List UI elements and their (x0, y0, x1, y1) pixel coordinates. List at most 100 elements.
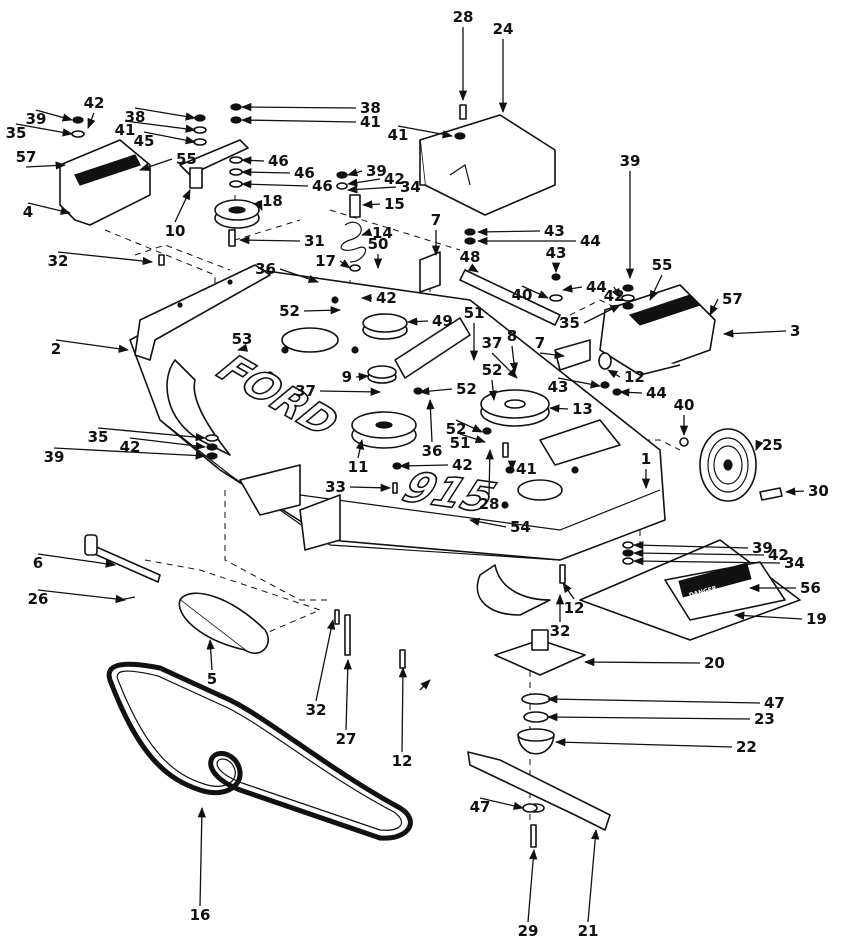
part-number-label: 40 (512, 286, 533, 304)
callout-leader (632, 548, 765, 558)
part-number-label: 36 (422, 442, 443, 460)
mounting-bracket (134, 264, 271, 361)
part-number-label: 16 (190, 906, 211, 924)
callout-leader (618, 388, 643, 397)
drive-belt (106, 661, 413, 841)
callout-leader (546, 712, 751, 722)
part-number-label: 55 (176, 150, 197, 168)
part-number-label: 54 (510, 518, 531, 536)
callout-leader (37, 589, 127, 604)
spacer-12 (598, 352, 612, 370)
direction-arrow-icon (419, 679, 431, 691)
front-hitch-brackets (239, 464, 341, 551)
part-number-label: 28 (453, 8, 474, 26)
callout-leader (548, 404, 569, 413)
callout-leader (238, 235, 301, 245)
part-number-label: 32 (550, 622, 571, 640)
callout-leader (174, 189, 191, 223)
pulley-11 (351, 411, 417, 449)
part-number-label: 33 (325, 478, 346, 496)
callout-leader (37, 553, 117, 568)
part-number-label: 28 (479, 495, 500, 513)
part-number-label: 7 (535, 334, 545, 352)
pulley-13 (480, 389, 550, 427)
part-number-label: 23 (754, 710, 775, 728)
callout-leader (347, 168, 363, 177)
part-number-label: 46 (312, 177, 333, 195)
part-number-label: 41 (388, 126, 409, 144)
callout-leader (632, 556, 781, 566)
part-number-label: 41 (115, 121, 136, 139)
callout-leader (55, 339, 130, 353)
part-number-label: 47 (470, 798, 491, 816)
callout-leader (303, 306, 342, 315)
callout-leader (339, 259, 351, 269)
roller-shaft (84, 534, 161, 583)
part-number-label: 43 (548, 378, 569, 396)
callout-leader (349, 483, 392, 492)
part-number-label: 27 (336, 730, 357, 748)
axle-bolt-30 (759, 487, 783, 501)
part-number-label: 39 (366, 162, 387, 180)
callout-leader (509, 345, 519, 374)
callout-leader (784, 487, 805, 496)
callout-leader (319, 387, 382, 397)
callout-leader (583, 657, 701, 667)
callout-leader (206, 638, 215, 671)
callout-leader (709, 298, 719, 316)
part-number-label: 1 (641, 450, 651, 468)
part-number-label: 39 (752, 539, 773, 557)
channel-48 (459, 269, 561, 326)
gauge-wheel (699, 428, 757, 502)
part-number-label: 39 (620, 152, 641, 170)
part-number-label: 7 (431, 211, 441, 229)
part-number-label: 32 (306, 701, 327, 719)
part-number-label: 12 (392, 752, 413, 770)
callout-leader (476, 227, 541, 237)
callout-leader (315, 618, 336, 702)
part-number-label: 43 (546, 244, 567, 262)
part-number-label: 34 (784, 554, 805, 572)
callout-leader (467, 263, 479, 273)
part-number-label: 35 (6, 124, 27, 142)
callout-leader (649, 274, 663, 301)
part-number-label: 42 (84, 94, 105, 112)
part-number-label: 51 (450, 434, 471, 452)
pulley-18 (214, 199, 260, 229)
callout-leader (15, 123, 74, 137)
callout-leader (562, 582, 575, 600)
part-number-label: 44 (586, 278, 607, 296)
callout-leader (254, 199, 263, 211)
assembly-guide-lines (104, 195, 681, 820)
part-number-label: 25 (762, 436, 783, 454)
callout-leader (27, 202, 72, 215)
part-number-label: 5 (207, 670, 217, 688)
belt-cover (419, 114, 556, 216)
part-number-label: 30 (808, 482, 829, 500)
callout-leader (346, 185, 397, 194)
part-number-label: 51 (464, 304, 485, 322)
part-number-label: 17 (315, 252, 336, 270)
part-number-label: 13 (572, 400, 593, 418)
callout-leader (479, 797, 525, 810)
callout-leader (240, 156, 265, 165)
part-number-label: 40 (674, 396, 695, 414)
callout-leader (632, 541, 749, 550)
callout-leader (240, 168, 291, 177)
part-number-label: 11 (348, 458, 369, 476)
part-number-label: 24 (493, 20, 514, 38)
idler-arm-51 (394, 317, 471, 379)
part-number-label: 19 (806, 610, 827, 628)
part-number-label: 35 (559, 314, 580, 332)
callout-leader (240, 180, 309, 189)
callout-leader (129, 437, 207, 451)
part-number-label: 4 (23, 203, 33, 221)
callout-leader (557, 377, 602, 389)
callout-leader (406, 317, 429, 326)
part-number-label: 9 (342, 368, 352, 386)
part-number-label: 43 (544, 222, 565, 240)
callout-leader (57, 251, 154, 266)
part-number-label: 47 (764, 694, 785, 712)
